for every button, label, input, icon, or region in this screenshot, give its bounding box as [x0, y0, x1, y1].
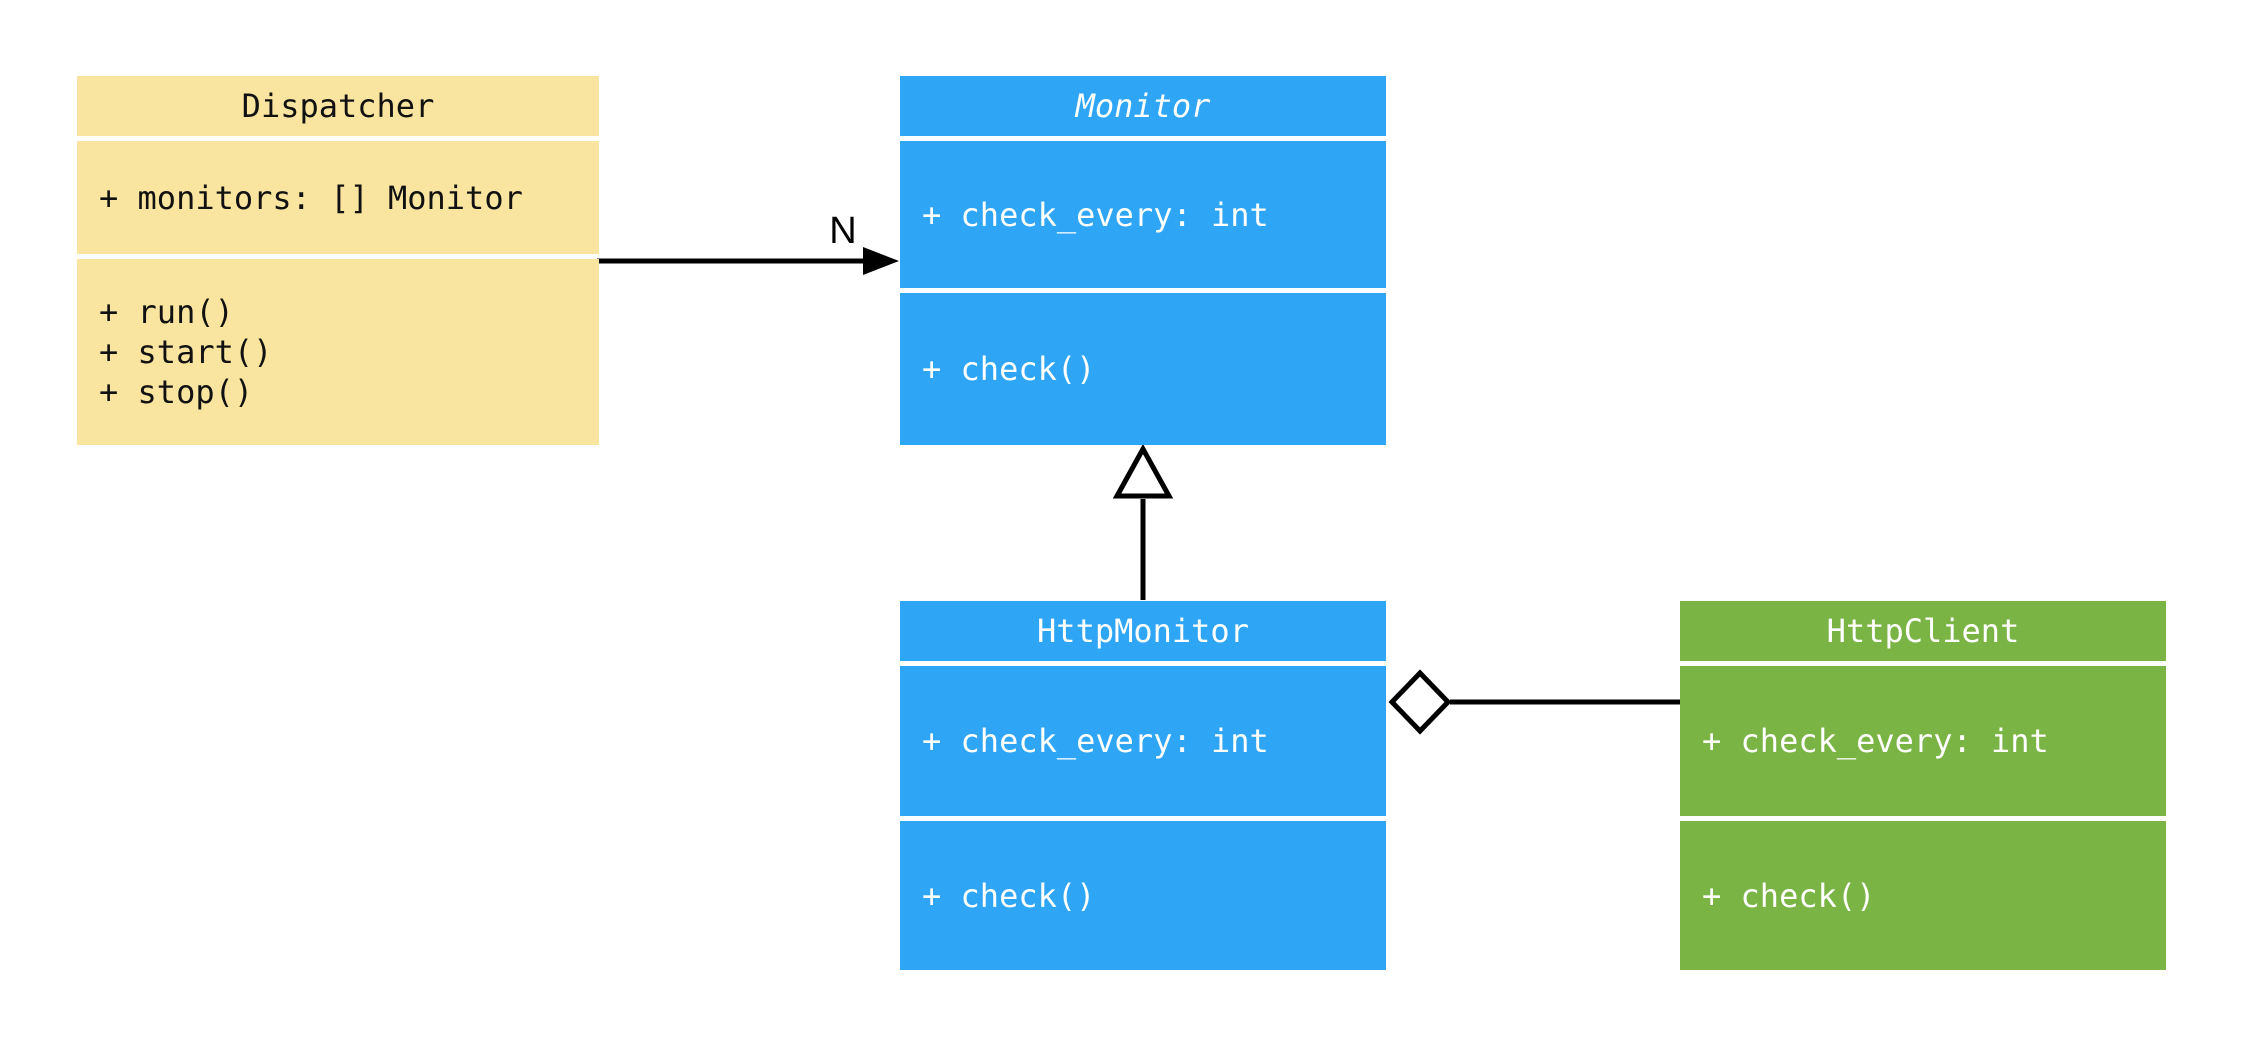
method-item: + check() — [922, 876, 1096, 915]
class-box-httpmonitor: HttpMonitor + check_every: int + check() — [900, 601, 1386, 970]
class-title-label: HttpMonitor — [1037, 612, 1249, 650]
association-arrowhead-icon — [863, 247, 899, 275]
aggregation-connector — [1388, 669, 1680, 735]
class-title-label: Dispatcher — [241, 87, 435, 125]
class-attributes: + check_every: int — [900, 666, 1386, 816]
class-title-label: Monitor — [1075, 87, 1211, 125]
class-title-label: HttpClient — [1826, 612, 2020, 650]
class-methods: + check() — [900, 293, 1386, 445]
aggregation-diamond-icon — [1388, 669, 1452, 735]
method-item: + check() — [1702, 876, 1876, 915]
generalization-connector — [1112, 443, 1174, 600]
inheritance-triangle-icon — [1112, 443, 1174, 499]
attribute-item: + monitors: [] Monitor — [99, 178, 523, 217]
class-attributes: + check_every: int — [1680, 666, 2166, 816]
attribute-item: + check_every: int — [922, 722, 1269, 760]
class-box-monitor: Monitor + check_every: int + check() — [900, 76, 1386, 445]
association-connector: N — [597, 210, 899, 275]
attribute-item: + check_every: int — [922, 195, 1269, 234]
class-attributes: + check_every: int — [900, 141, 1386, 288]
class-title: HttpClient — [1680, 601, 2166, 661]
class-methods: + check() — [900, 821, 1386, 970]
attribute-item: + check_every: int — [1702, 722, 2049, 760]
class-box-httpclient: HttpClient + check_every: int + check() — [1680, 601, 2166, 970]
method-item: + start() — [99, 333, 273, 371]
class-attributes: + monitors: [] Monitor — [77, 141, 599, 254]
method-item: + check() — [922, 350, 1096, 388]
method-item: + stop() — [99, 373, 254, 411]
method-item: + run() — [99, 293, 234, 331]
class-methods: + check() — [1680, 821, 2166, 970]
class-title: HttpMonitor — [900, 601, 1386, 661]
multiplicity-label: N — [829, 210, 856, 252]
class-methods: + run() + start() + stop() — [77, 259, 599, 445]
class-box-dispatcher: Dispatcher + monitors: [] Monitor + run(… — [77, 76, 599, 445]
class-title: Monitor — [900, 76, 1386, 136]
class-title: Dispatcher — [77, 76, 599, 136]
